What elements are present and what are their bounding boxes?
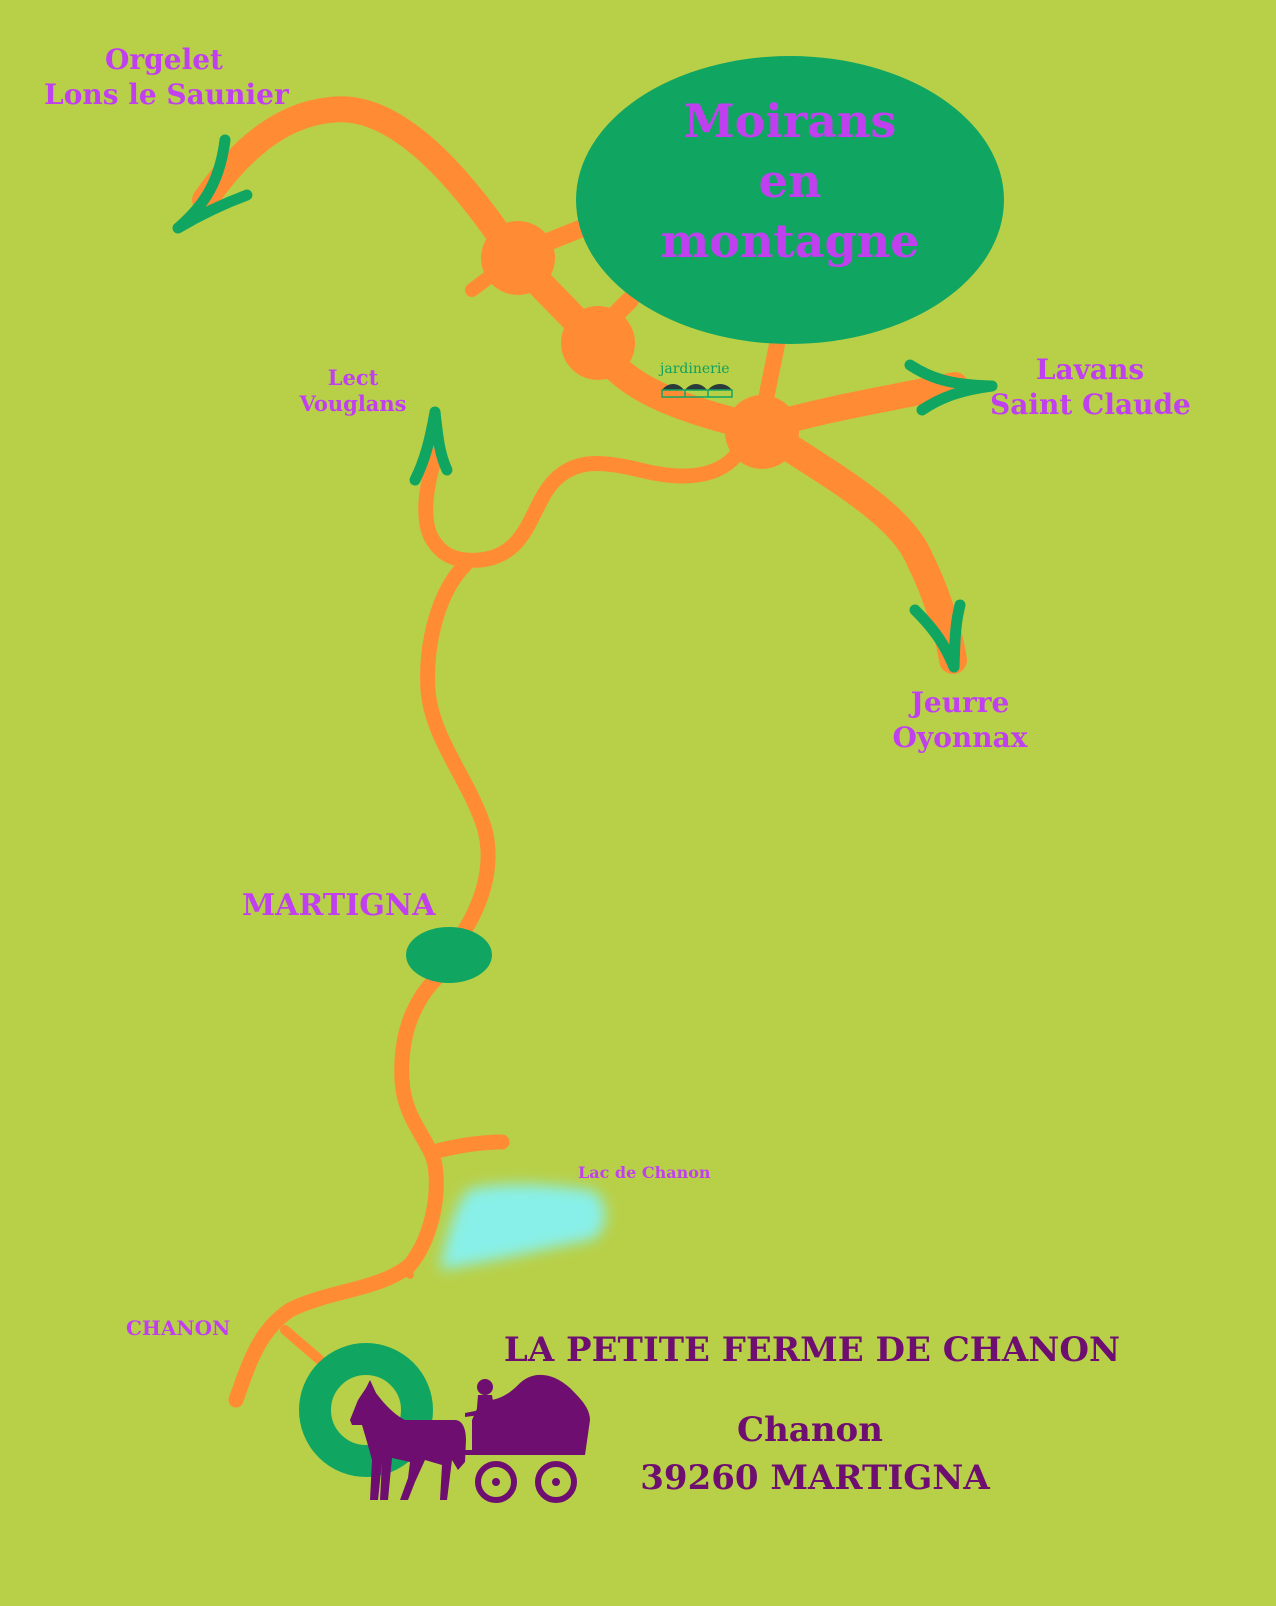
road-jeurre <box>746 414 967 674</box>
destination-line: Oyonnax <box>892 721 1028 754</box>
destination-line: Saint Claude <box>990 388 1191 421</box>
arrow-north-icon <box>409 406 453 486</box>
center-town-line: en <box>758 153 822 208</box>
road-main-south <box>394 962 453 1273</box>
roundabout-2 <box>561 306 635 380</box>
destination-line: Vouglans <box>299 391 407 417</box>
center-town-line: Moirans <box>683 94 897 148</box>
lake-label: Lac de Chanon <box>578 1163 711 1182</box>
destination-line: Orgelet <box>105 43 223 76</box>
roundabout-1 <box>481 221 555 295</box>
farm-marker-ring <box>299 1343 433 1477</box>
arrow-northwest-icon <box>172 134 253 234</box>
road-lake-spur <box>425 1134 510 1160</box>
road-stub <box>465 271 495 297</box>
center-town-line: montagne <box>660 213 920 268</box>
arrow-east-icon <box>904 359 998 416</box>
martigna-town-marker <box>406 927 492 983</box>
destination-line: Jeurre <box>910 686 1010 719</box>
greenhouse-icon <box>661 384 733 398</box>
road-chanon <box>228 1257 418 1408</box>
destination-label-vouglans: Lect Vouglans <box>288 365 418 418</box>
farm-locality: Chanon <box>737 1410 883 1450</box>
roundabout-3 <box>725 395 799 469</box>
destination-line: Lavans <box>1035 353 1145 386</box>
destination-line: Lons le Saunier <box>44 78 289 111</box>
road-tick <box>401 1261 414 1279</box>
garden-center-label: jardinerie <box>660 361 730 377</box>
center-town-label: Moirans en montagne <box>620 92 960 271</box>
horse-cart-icon <box>350 1374 590 1503</box>
road-orgelet <box>192 96 528 271</box>
destination-label-orgelet: Orgelet Lons le Saunier <box>44 42 289 112</box>
road-farm-spur <box>280 1325 325 1365</box>
moirans-town-marker <box>576 56 1004 344</box>
road-vouglans-link <box>418 442 748 568</box>
town-label-martigna: MARTIGNA <box>242 888 436 923</box>
farm-title: LA PETITE FERME DE CHANON <box>503 1330 1121 1370</box>
destination-label-jeurre: Jeurre Oyonnax <box>880 685 1040 755</box>
destination-label-lavans: Lavans Saint Claude <box>990 352 1191 422</box>
arrow-south-icon <box>909 599 966 673</box>
town-label-chanon: CHANON <box>126 1316 231 1340</box>
farm-postal-address: 39260 MARTIGNA <box>640 1458 990 1498</box>
destination-line: Lect <box>327 365 379 390</box>
lake-chanon <box>440 1184 605 1270</box>
direction-arrows <box>172 134 998 673</box>
road-main-north <box>420 557 496 953</box>
roundabouts <box>481 221 799 469</box>
